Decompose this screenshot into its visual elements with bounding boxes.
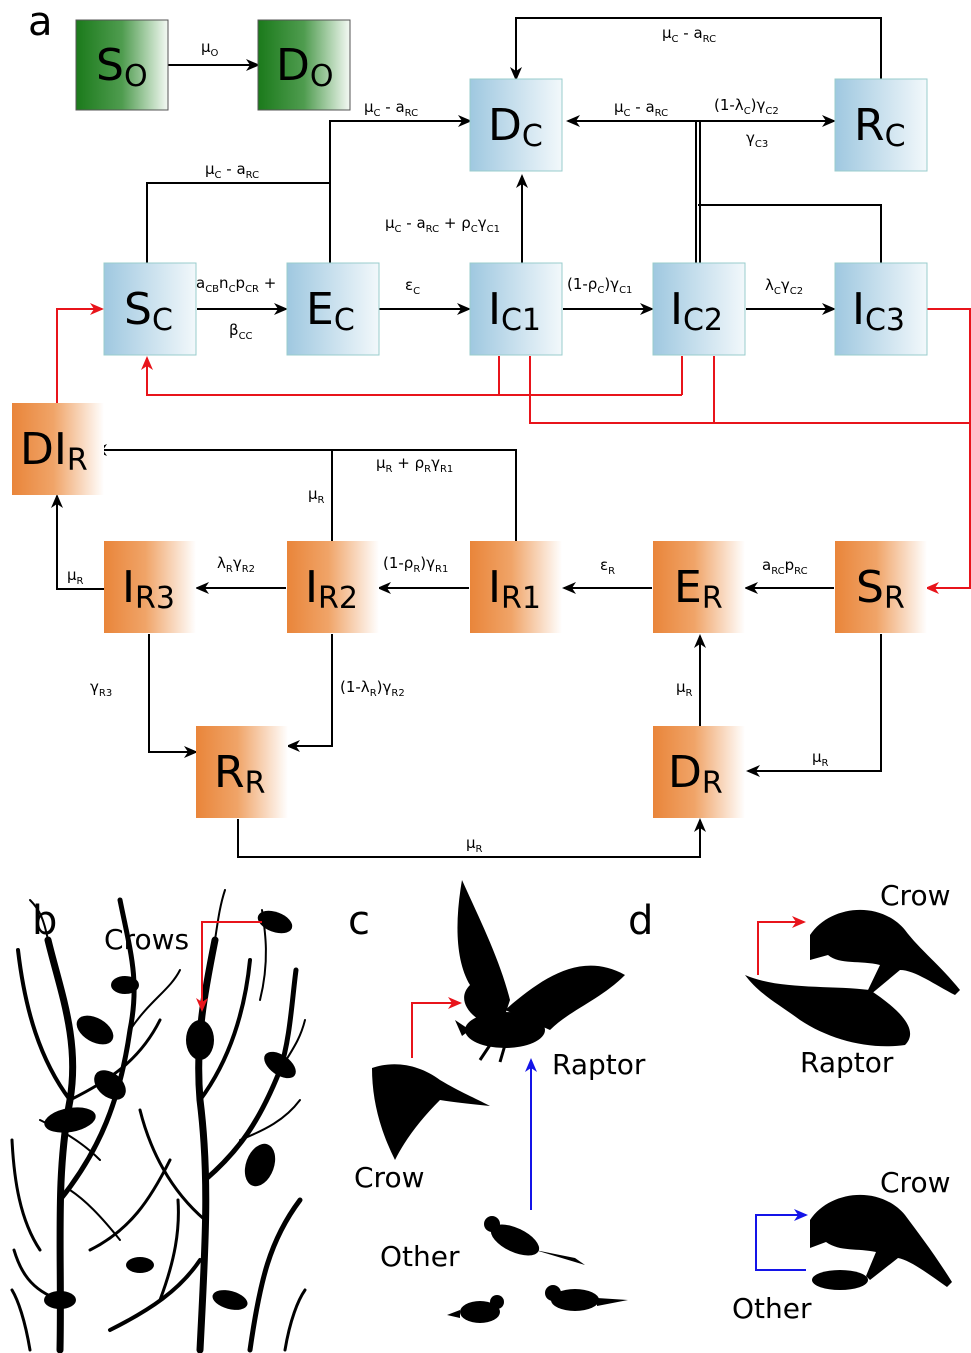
svg-text:DR: DR	[668, 747, 723, 801]
svg-text:RC: RC	[854, 100, 906, 154]
node-DR: DR	[653, 726, 745, 818]
node-DIR: DIR	[12, 403, 104, 495]
node-IR1: IR1	[470, 541, 562, 633]
node-SR: SR	[835, 541, 927, 633]
node-DC: DC	[469, 78, 563, 172]
panel-label-a: a	[28, 0, 53, 45]
crow-on-raptor-silhouette	[745, 909, 960, 1047]
caption-crows: Crows	[104, 923, 189, 956]
svg-text:DC: DC	[488, 100, 543, 154]
caption-raptor-d: Raptor	[800, 1046, 894, 1079]
node-IC3: IC3	[834, 262, 928, 356]
node-ER: ER	[653, 541, 745, 633]
svg-text:IR1: IR1	[488, 562, 541, 616]
svg-text:EC: EC	[306, 284, 355, 338]
svg-text:SR: SR	[856, 562, 905, 616]
node-IC1: IC1	[469, 262, 563, 356]
rate-label: μR	[67, 566, 84, 587]
rate-label: aRCpRC	[762, 556, 808, 577]
rate-label: μC - aRC + ρCγC1	[385, 214, 500, 235]
svg-text:IC2: IC2	[670, 284, 723, 338]
rate-label: βCC	[229, 321, 253, 342]
panel-label-b: b	[32, 898, 57, 944]
rate-label: (1-λC)γC2	[714, 96, 779, 117]
rate-label: μC - aRC	[614, 98, 668, 119]
raptor-attack-illustration: Raptor Crow Other	[354, 880, 646, 1323]
node-IR3: IR3	[104, 541, 196, 633]
rate-label: εC	[405, 276, 420, 297]
svg-text:IR2: IR2	[305, 562, 358, 616]
svg-text:DIR: DIR	[20, 424, 88, 478]
node-EC: EC	[286, 262, 380, 356]
node-DO: DO	[257, 19, 351, 111]
rate-label: γC3	[746, 129, 768, 150]
red-edges	[56, 303, 971, 594]
rate-label: μO	[201, 38, 219, 59]
node-IC2: IC2	[652, 262, 746, 356]
svg-text:IC1: IC1	[488, 284, 541, 338]
rate-labels: μO μC - aRC μC - aRC μC - aRC (1-λC)γC2 …	[67, 24, 829, 855]
rate-label: εR	[600, 556, 615, 577]
rate-label: μC - aRC	[205, 160, 259, 181]
rate-label: λCγC2	[765, 276, 803, 297]
panel-label-d: d	[628, 898, 653, 944]
rate-label: λRγR2	[217, 554, 255, 575]
node-SO: SO	[75, 19, 169, 111]
node-SC: SC	[103, 262, 197, 356]
rate-label: μC - aRC	[662, 24, 716, 45]
rate-label: μR	[676, 678, 693, 699]
rate-label: μR	[308, 485, 325, 506]
rate-label: aCBnCpCR +	[196, 274, 276, 295]
small-birds-silhouette	[447, 1216, 628, 1323]
svg-text:SC: SC	[124, 284, 173, 338]
svg-text:IR3: IR3	[122, 562, 175, 616]
rate-label: μC - aRC	[364, 98, 418, 119]
rate-label: (1-λR)γR2	[340, 678, 405, 699]
caption-other-d: Other	[732, 1292, 812, 1325]
node-RR: RR	[196, 726, 288, 818]
rate-label: μR	[466, 834, 483, 855]
caption-crow-d2: Crow	[880, 1166, 950, 1199]
svg-text:RR: RR	[214, 747, 265, 801]
rate-label: γR3	[90, 678, 112, 699]
panel-label-c: c	[348, 898, 370, 944]
svg-text:ER: ER	[674, 562, 723, 616]
svg-text:SO: SO	[96, 40, 148, 94]
node-RC: RC	[834, 78, 928, 172]
rate-label: μR	[812, 748, 829, 769]
black-edges	[51, 17, 882, 858]
crow-flying-silhouette	[372, 1064, 490, 1160]
node-IR2: IR2	[287, 541, 379, 633]
svg-text:DO: DO	[276, 40, 334, 94]
caption-crow-d1: Crow	[880, 879, 950, 912]
caption-other-c: Other	[380, 1240, 460, 1273]
scavenging-illustration: Crow Raptor Crow Other	[732, 879, 960, 1325]
raptor-silhouette	[455, 880, 625, 1063]
caption-raptor-c: Raptor	[552, 1048, 646, 1081]
rate-label: μR + ρRγR1	[376, 454, 453, 475]
svg-text:IC3: IC3	[852, 284, 905, 338]
tree-with-crows-illustration: Crows	[10, 889, 307, 1353]
crow-on-other-silhouette	[810, 1194, 952, 1290]
caption-crow-c: Crow	[354, 1161, 424, 1194]
rate-label: (1-ρC)γC1	[567, 275, 632, 296]
rate-label: (1-ρR)γR1	[383, 554, 448, 575]
